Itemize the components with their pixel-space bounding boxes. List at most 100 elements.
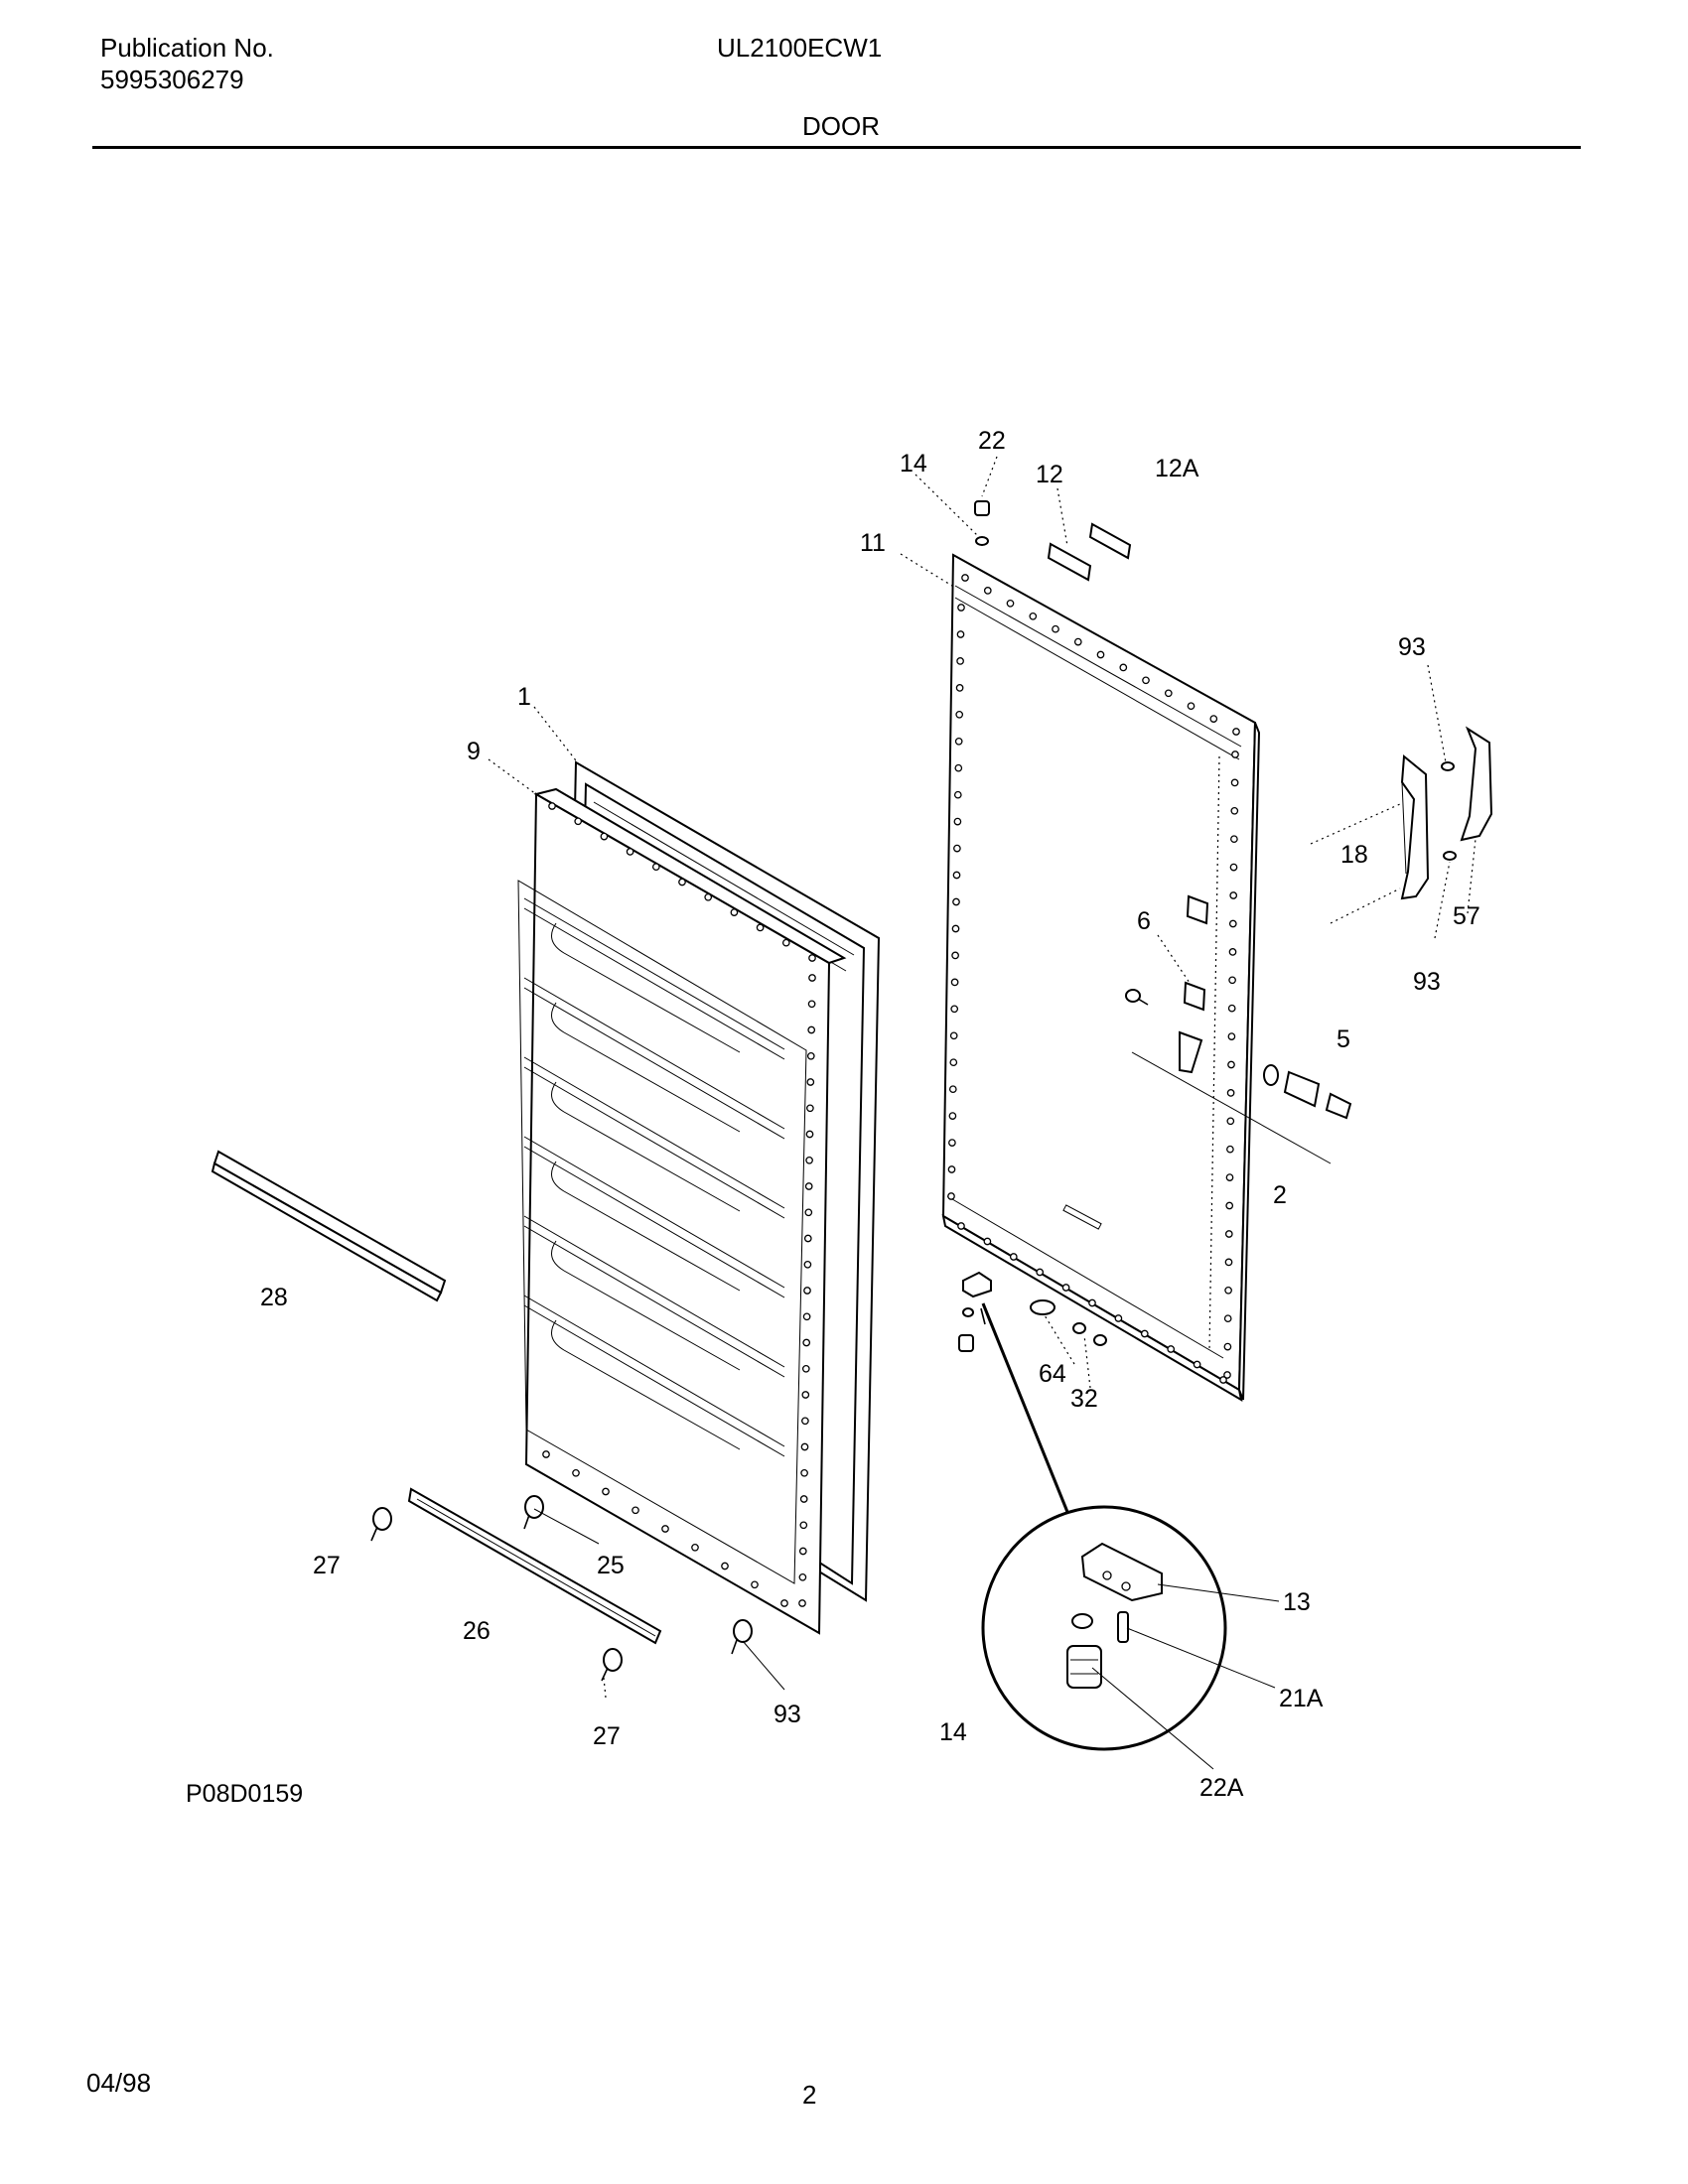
rivet-hole (721, 1562, 729, 1570)
header-rule (92, 146, 1581, 149)
callout-25: 25 (597, 1552, 625, 1579)
door-handle-57 (1460, 726, 1493, 842)
callout-12: 12 (1036, 461, 1063, 488)
rivet-hole (1167, 1345, 1176, 1353)
rivet-hole (949, 1058, 958, 1067)
rivet-hole (1164, 689, 1173, 698)
rivet-hole (1223, 1314, 1232, 1323)
callout-5: 5 (1336, 1025, 1350, 1053)
rivet-hole (1230, 806, 1239, 815)
rivet-hole (805, 1130, 814, 1139)
rivet-hole (1224, 1258, 1233, 1267)
rivet-hole (1009, 1253, 1018, 1261)
rivet-hole (1227, 1032, 1236, 1040)
rivet-hole (1119, 663, 1128, 672)
rivet-hole (804, 1182, 813, 1190)
shelf-rib (523, 1136, 785, 1289)
rivet-hole (948, 1139, 956, 1147)
rivet-hole (803, 1260, 812, 1269)
callout-22A: 22A (1199, 1774, 1244, 1802)
callout-27-bottom: 27 (593, 1722, 621, 1750)
rivet-hole (949, 1031, 958, 1040)
rivet-hole (804, 1208, 813, 1217)
top-plug-22 (974, 500, 990, 546)
shelf-rib (523, 1304, 785, 1457)
rivet-hole (1193, 1360, 1201, 1369)
rivet-hole (1006, 599, 1015, 608)
bottom-hinge-small-parts (958, 1271, 1107, 1352)
rivet-hole (751, 1580, 759, 1589)
rivet-hole (947, 1192, 955, 1200)
screw-93-bottom (731, 1619, 753, 1655)
screw-27-bottom (601, 1648, 623, 1682)
rivet-hole (1226, 1117, 1235, 1126)
rivet-hole (983, 1237, 992, 1246)
rivet-hole (947, 1165, 956, 1173)
shelf-curl (551, 1240, 741, 1371)
rivet-hole (798, 1599, 806, 1607)
footer-date: 04/98 (86, 2068, 152, 2098)
callout-12A: 12A (1155, 455, 1199, 482)
rivet-hole (1223, 1342, 1232, 1351)
rivet-hole (632, 1506, 639, 1515)
rivet-hole (1226, 1089, 1235, 1097)
rivet-hole (956, 630, 965, 638)
rivet-hole (542, 1450, 550, 1458)
shelf-rib (523, 1295, 785, 1447)
rivet-hole (961, 574, 969, 582)
callout-labels: 22 14 12 12A 11 93 1 9 18 6 57 93 5 2 28… (186, 427, 1480, 1808)
shelf-rib (523, 907, 785, 1060)
rivet-hole (1140, 1329, 1149, 1338)
model-number: UL2100ECW1 (717, 33, 883, 63)
rivet-hole (800, 1442, 809, 1451)
rivet-hole (1224, 1230, 1233, 1238)
callout-11: 11 (860, 529, 886, 557)
rivet-hole (953, 817, 962, 826)
rivet-hole (1227, 1060, 1235, 1069)
rivet-hole (806, 1104, 814, 1113)
page-number: 2 (802, 2080, 817, 2110)
rivet-hole (704, 892, 713, 901)
outer-door-panel (941, 553, 1261, 1402)
rivet-hole (807, 1000, 816, 1009)
callout-18: 18 (1340, 841, 1368, 869)
rivet-hole (1229, 891, 1238, 899)
shelf-rib (523, 1146, 785, 1298)
rivet-hole (1088, 1298, 1096, 1307)
callout-57: 57 (1453, 902, 1480, 930)
rivet-hole (801, 1391, 810, 1399)
rivet-hole (1227, 1004, 1236, 1013)
rivet-hole (803, 1234, 812, 1243)
shelf-rib (523, 1066, 785, 1219)
rivet-hole (805, 1156, 813, 1164)
rivet-hole (780, 1599, 788, 1607)
rivet-hole (801, 1417, 809, 1426)
callout-9: 9 (467, 738, 481, 765)
callout-21A: 21A (1279, 1685, 1324, 1712)
callout-64: 64 (1039, 1360, 1066, 1388)
rivet-hole (807, 1025, 816, 1034)
rivet-hole (1073, 637, 1082, 646)
rivet-hole (799, 1521, 808, 1530)
shelf-curl (551, 922, 741, 1053)
rivet-hole (951, 924, 960, 933)
breaker-strip-28 (211, 1150, 447, 1302)
rivet-hole (954, 737, 963, 746)
callout-1: 1 (517, 683, 531, 711)
callout-93-bottom: 93 (774, 1701, 801, 1728)
shelf-curl (551, 1319, 741, 1450)
rivet-hole (574, 817, 583, 826)
rivet-hole (806, 1078, 815, 1086)
rivet-hole (1187, 702, 1196, 711)
rivet-hole (955, 710, 964, 719)
callout-93-top: 93 (1398, 633, 1426, 661)
door-liner (517, 787, 847, 1635)
rivet-hole (1229, 863, 1238, 872)
rivet-hole (953, 790, 962, 799)
rivet-hole (1225, 1173, 1234, 1181)
publication-label: Publication No. (100, 33, 274, 63)
callout-26: 26 (463, 1617, 491, 1645)
rivet-hole (950, 1005, 959, 1014)
callout-14-bottom: 14 (939, 1718, 967, 1746)
rivet-hole (1225, 1201, 1234, 1210)
